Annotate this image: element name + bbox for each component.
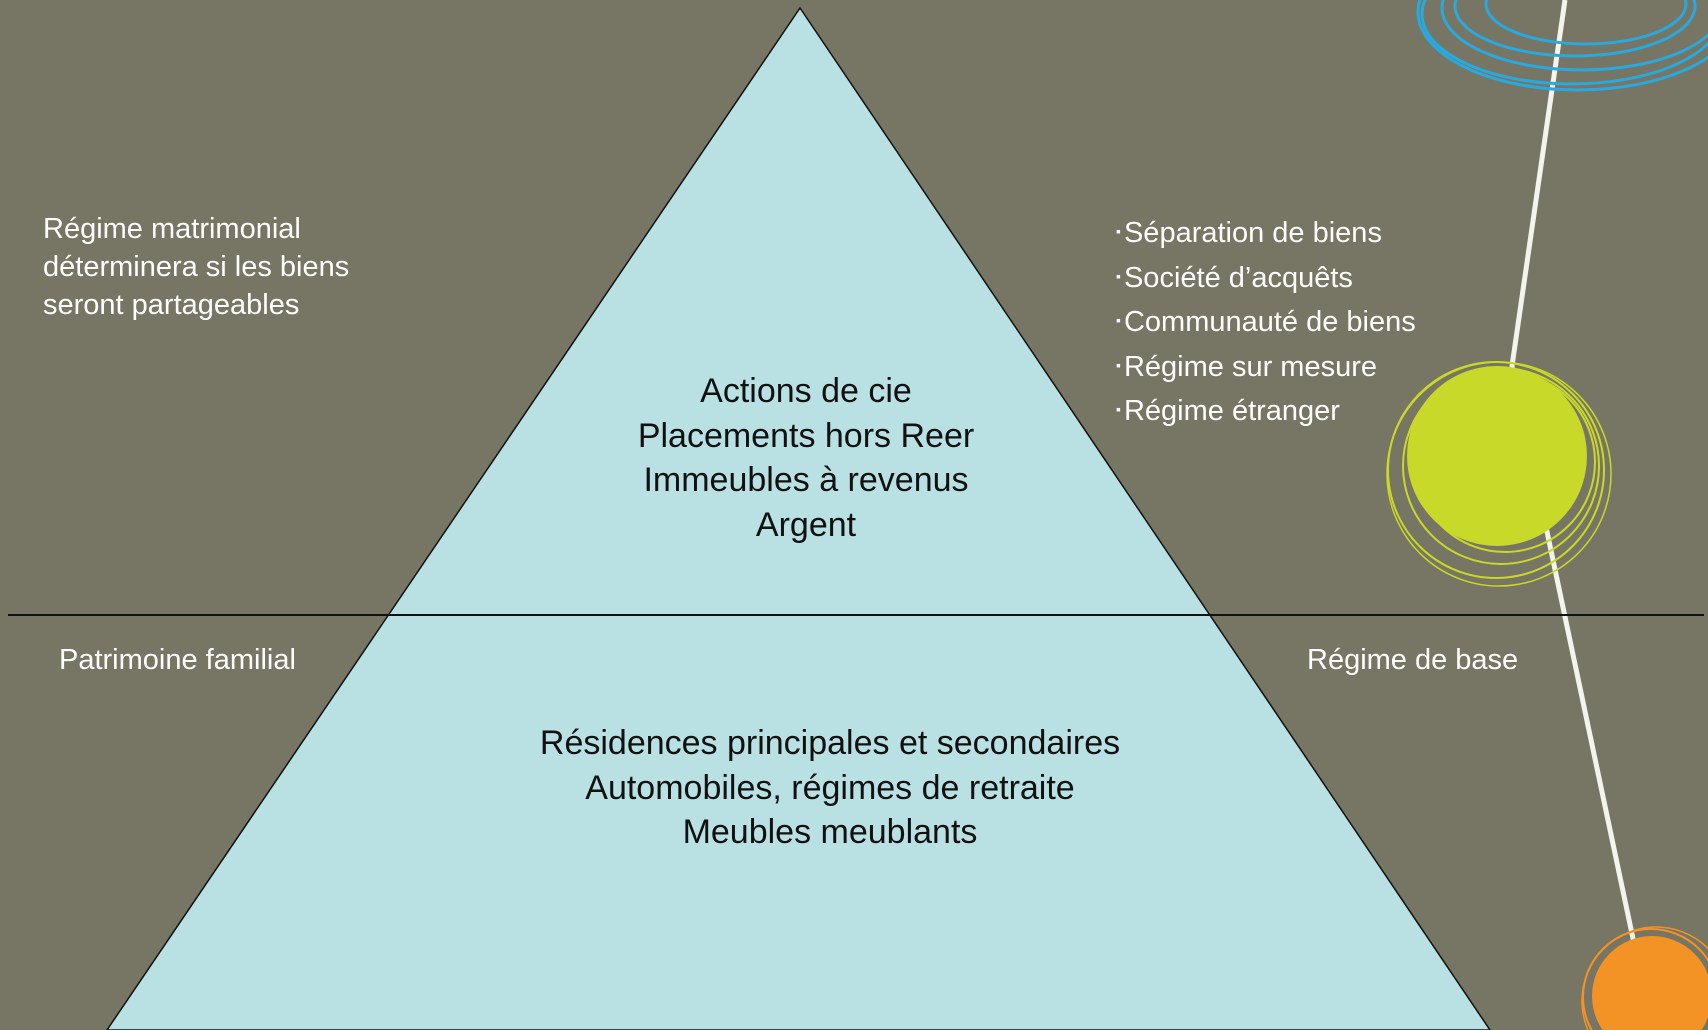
regime-item: ▪Séparation de biens [1116,210,1416,255]
asset-line: Meubles meublants [682,813,978,851]
concentric-rings-icon [1416,0,1708,92]
note-line: Régime matrimonial [43,213,301,245]
matrimonial-regime-note: Régime matrimonial déterminera si les bi… [43,210,443,324]
asset-line: Automobiles, régimes de retraite [585,768,1075,807]
regime-item-label: Société d’acquêts [1123,261,1353,294]
regime-list: ▪Séparation de biens ▪Société d’acquêts … [1116,210,1416,433]
diagonal-line [1509,0,1638,949]
regime-item: ▪Régime étranger [1116,388,1416,433]
square-bullet-icon: ▪ [1116,356,1121,373]
square-bullet-icon: ▪ [1116,401,1121,417]
pyramid-top-text: Actions de cie Placements hors Reer Imme… [560,369,1052,547]
regime-item-label: Régime sur mesure [1123,350,1377,383]
square-bullet-icon: ▪ [1116,267,1121,284]
regime-item: ▪Communauté de biens [1116,299,1416,344]
family-patrimony-label: Patrimoine familial [59,644,296,676]
asset-line: Placements hors Reer [637,416,975,455]
base-regime-label: Régime de base [1307,644,1519,676]
note-line: déterminera si les biens [43,251,350,283]
regime-item-label: Communauté de biens [1123,306,1416,338]
regime-item: ▪Société d’acquêts [1116,255,1416,300]
regime-item-label: Séparation de biens [1123,217,1382,249]
lime-circle-icon [1386,361,1612,587]
square-bullet-icon: ▪ [1116,223,1121,239]
regime-item: ▪Régime sur mesure [1116,344,1416,389]
asset-line: Actions de cie [700,372,912,410]
asset-line: Immeubles à revenus [643,461,969,499]
asset-line: Résidences principales et secondaires [539,724,1121,762]
square-bullet-icon: ▪ [1116,312,1121,328]
pyramid-bottom-text: Résidences principales et secondaires Au… [480,721,1180,855]
orange-circle-icon [1581,926,1708,1030]
note-line: seront partageables [43,289,300,321]
regime-item-label: Régime étranger [1123,395,1340,427]
pyramid [106,6,1491,1030]
asset-line: Argent [755,505,857,544]
